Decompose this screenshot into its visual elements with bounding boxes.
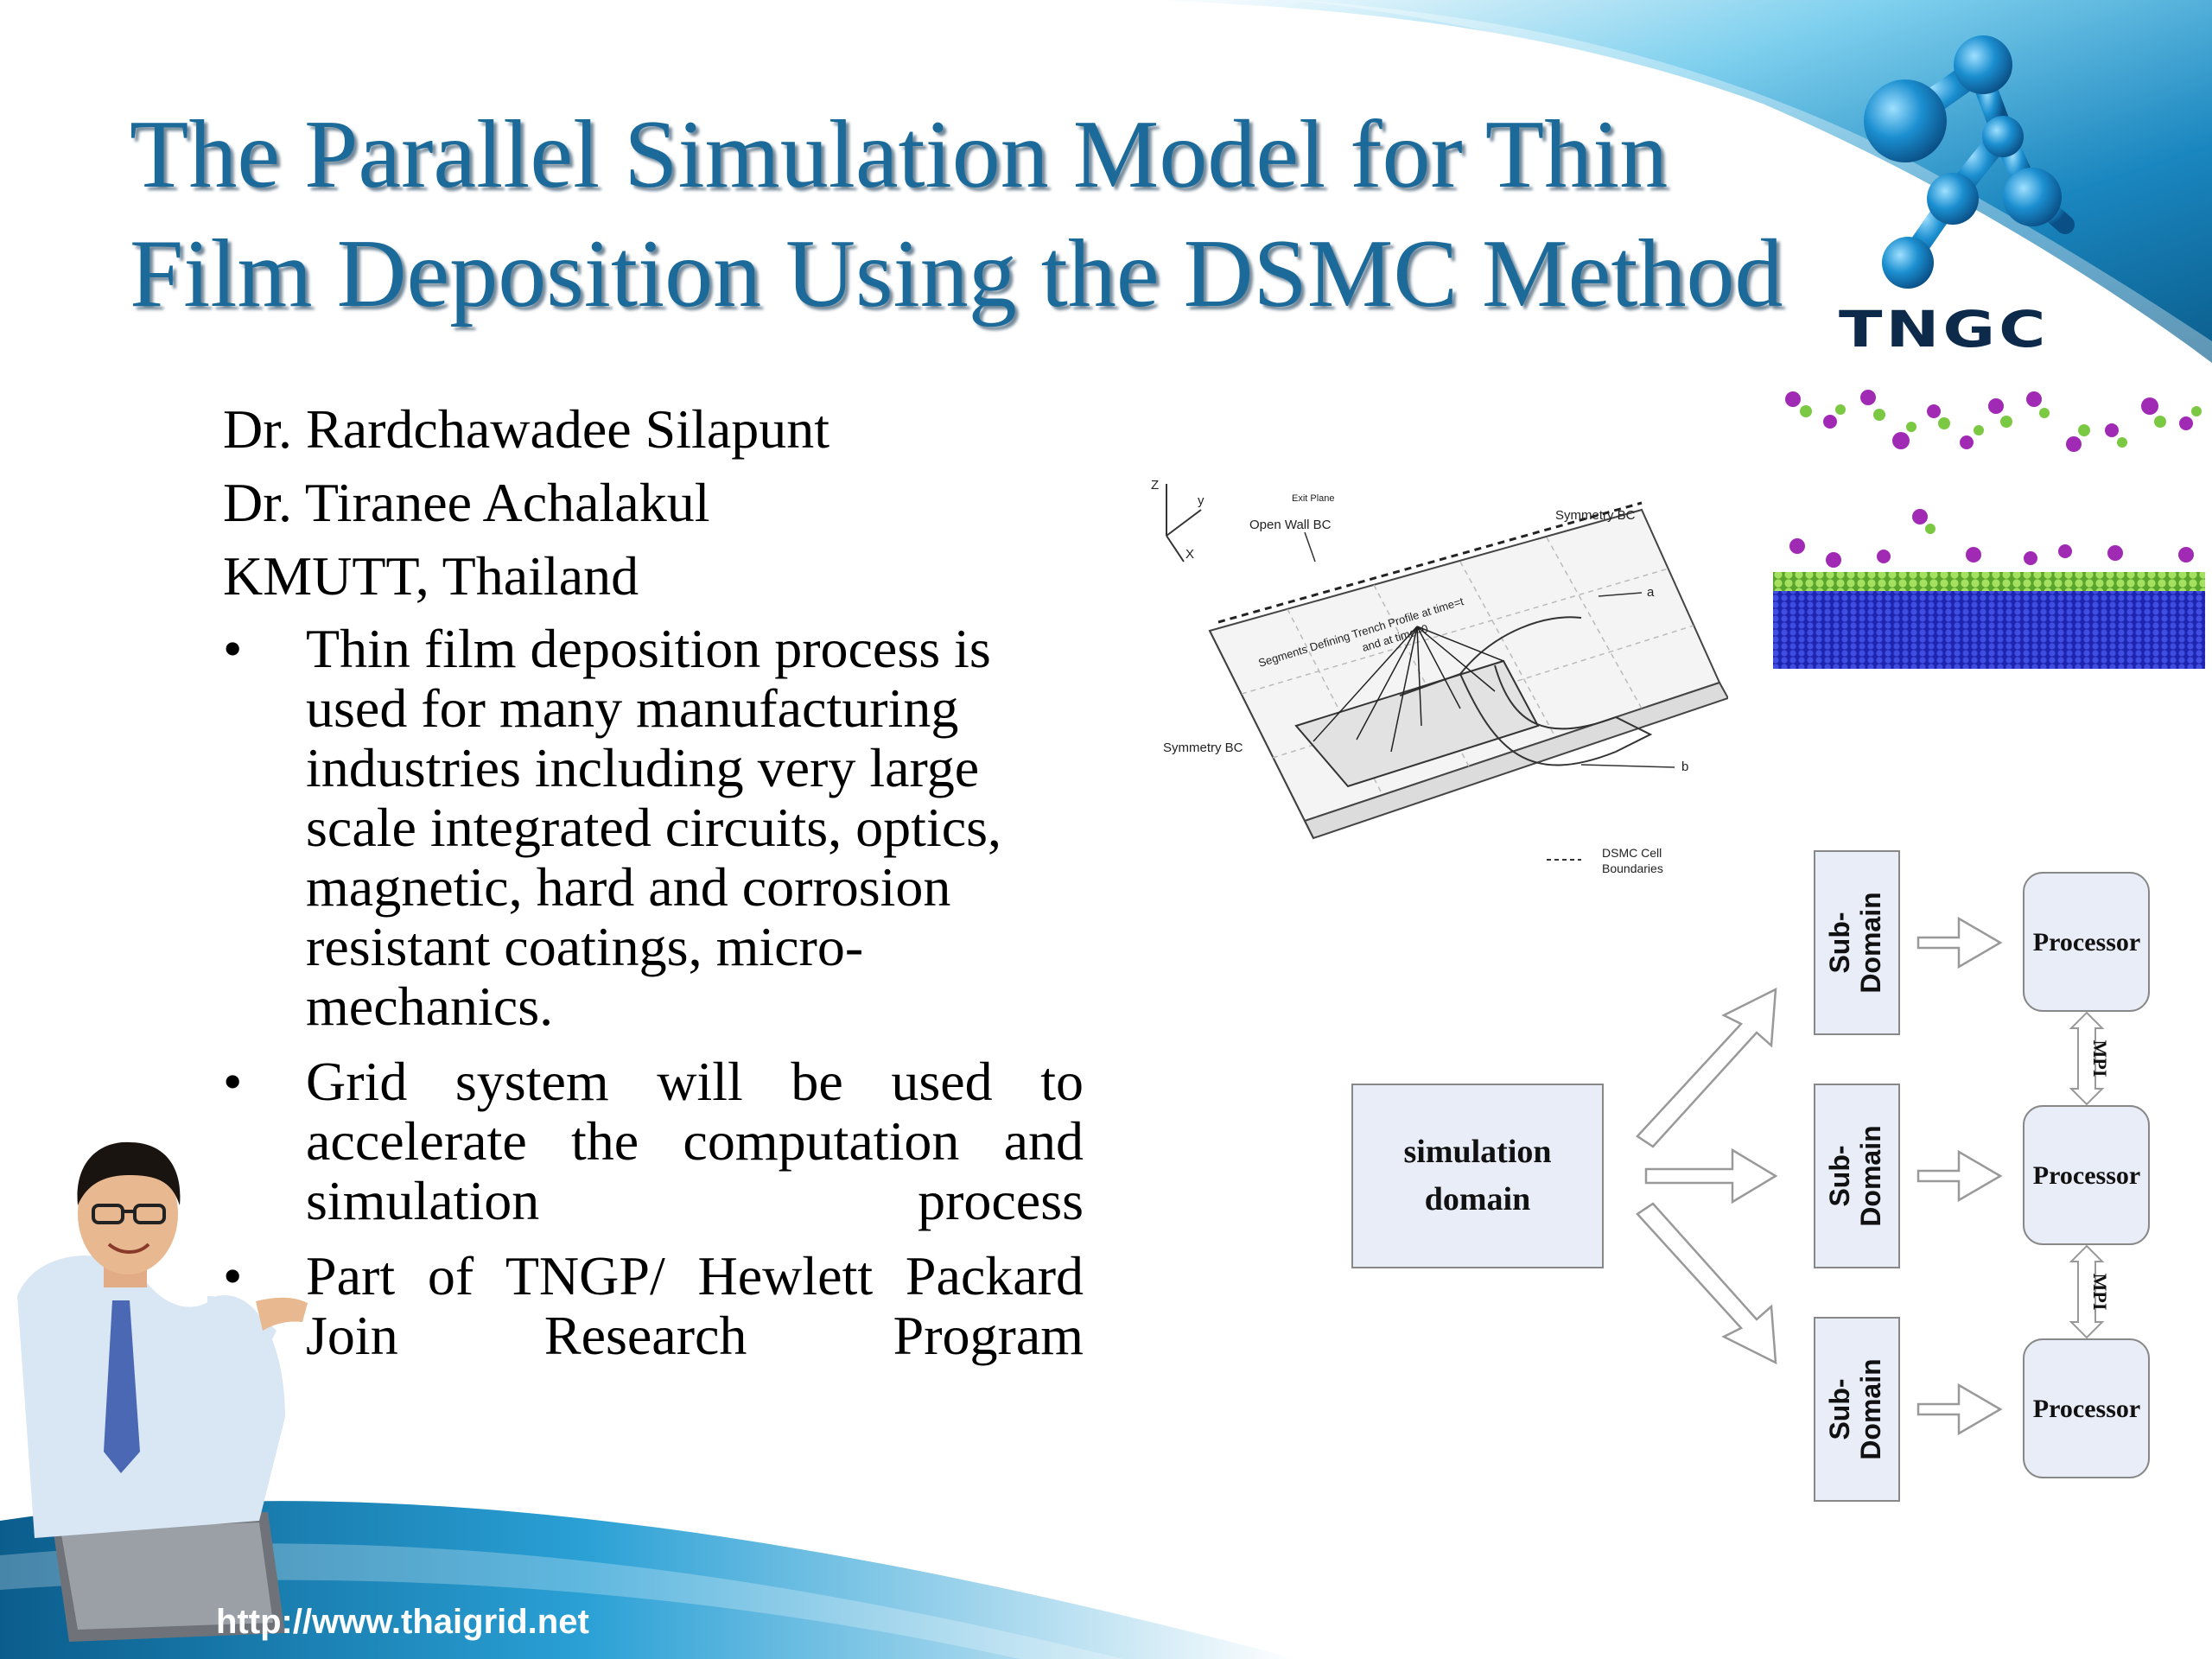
simulation-domain-label-2: domain (1425, 1181, 1530, 1217)
marker-a-label: a (1647, 585, 1655, 600)
author-2: Dr. Tiranee Achalakul (223, 472, 710, 533)
mpi-link-2: MPI (2069, 1244, 2111, 1339)
bullet-dot: • (223, 1051, 243, 1112)
cell-boundaries-label-1: DSMC Cell (1602, 846, 1662, 860)
sub-domain-label-2: Domain (1855, 1125, 1886, 1226)
presenter-figure (17, 1141, 308, 1642)
website-url[interactable]: http://www.thaigrid.net (216, 1603, 589, 1641)
processor-label: Processor (2033, 928, 2140, 957)
slide-title: The Parallel Simulation Model for Thin F… (130, 95, 1858, 334)
axis-icon (1166, 484, 1202, 563)
mpi-label: MPI (2089, 1274, 2111, 1311)
processor-3: Processor (2023, 1338, 2150, 1478)
processor-arrow-icons (1916, 916, 2003, 1436)
cell-boundaries-label-2: Boundaries (1602, 861, 1663, 875)
processor-1: Processor (2023, 872, 2150, 1012)
split-arrow-icons (1636, 987, 1778, 1365)
sub-domain-label-1: Sub- (1824, 1145, 1855, 1206)
affiliation: KMUTT, Thailand (223, 545, 639, 607)
mpi-link-1: MPI (2069, 1011, 2111, 1106)
bullet-dot: • (223, 1245, 243, 1306)
axis-y-label: y (1198, 493, 1205, 508)
simulation-domain-box (1351, 1084, 1604, 1268)
symmetry-left-label: Symmetry BC (1163, 741, 1243, 755)
processor-label: Processor (2033, 1161, 2140, 1190)
bullet-list: • Thin film deposition process is used f… (223, 619, 1084, 1381)
axis-x-label: X (1185, 547, 1194, 562)
bullet-text: Part of TNGP/ Hewlett Packard Join Resea… (306, 1245, 1084, 1366)
tngc-molecule-icon (1864, 35, 2075, 289)
exit-plane-label: Exit Plane (1292, 493, 1335, 504)
bullet-item: • Thin film deposition process is used f… (223, 619, 1084, 1036)
sub-domain-label-2: Domain (1855, 892, 1886, 993)
sub-domain-2: Sub- Domain (1814, 1084, 1900, 1268)
simulation-domain-label-1: simulation (1403, 1134, 1551, 1170)
bullet-item: • Grid system will be used to accelerate… (223, 1052, 1084, 1230)
axis-z-label: Z (1151, 478, 1159, 493)
domain-decomposition-diagram: simulation domain Sub- Domain Sub- Domai… (1351, 850, 2150, 1502)
tngc-logo-text: TNGC (1839, 301, 2050, 359)
sub-domain-label-1: Sub- (1824, 912, 1855, 973)
title-line-1: The Parallel Simulation Model for Thin (130, 101, 1669, 208)
bullet-text: Grid system will be used to accelerate t… (306, 1051, 1084, 1231)
deposition-molecules-image (1773, 390, 2205, 669)
symmetry-top-label: Symmetry BC (1555, 508, 1636, 523)
open-wall-label: Open Wall BC (1249, 518, 1332, 532)
bullet-item: • Part of TNGP/ Hewlett Packard Join Res… (223, 1246, 1084, 1365)
processor-label: Processor (2033, 1395, 2140, 1423)
sub-domain-3: Sub- Domain (1814, 1317, 1900, 1502)
processor-2: Processor (2023, 1105, 2150, 1245)
dsmc-trench-diagram: Z y X Exit Plane Open Wall BC Symmetry B… (1151, 478, 1728, 875)
footer-swoosh (0, 1501, 1296, 1659)
title-line-2: Film Deposition Using the DSMC Method (130, 220, 1783, 327)
author-1: Dr. Rardchawadee Silapunt (223, 398, 830, 460)
sub-domain-label-2: Domain (1855, 1358, 1886, 1459)
bullet-dot: • (223, 618, 243, 679)
mpi-label: MPI (2089, 1040, 2111, 1077)
sub-domain-1: Sub- Domain (1814, 850, 1900, 1035)
marker-b-label: b (1681, 760, 1688, 774)
sub-domain-label-1: Sub- (1824, 1378, 1855, 1440)
bullet-text: Thin film deposition process is used for… (306, 618, 1002, 1037)
